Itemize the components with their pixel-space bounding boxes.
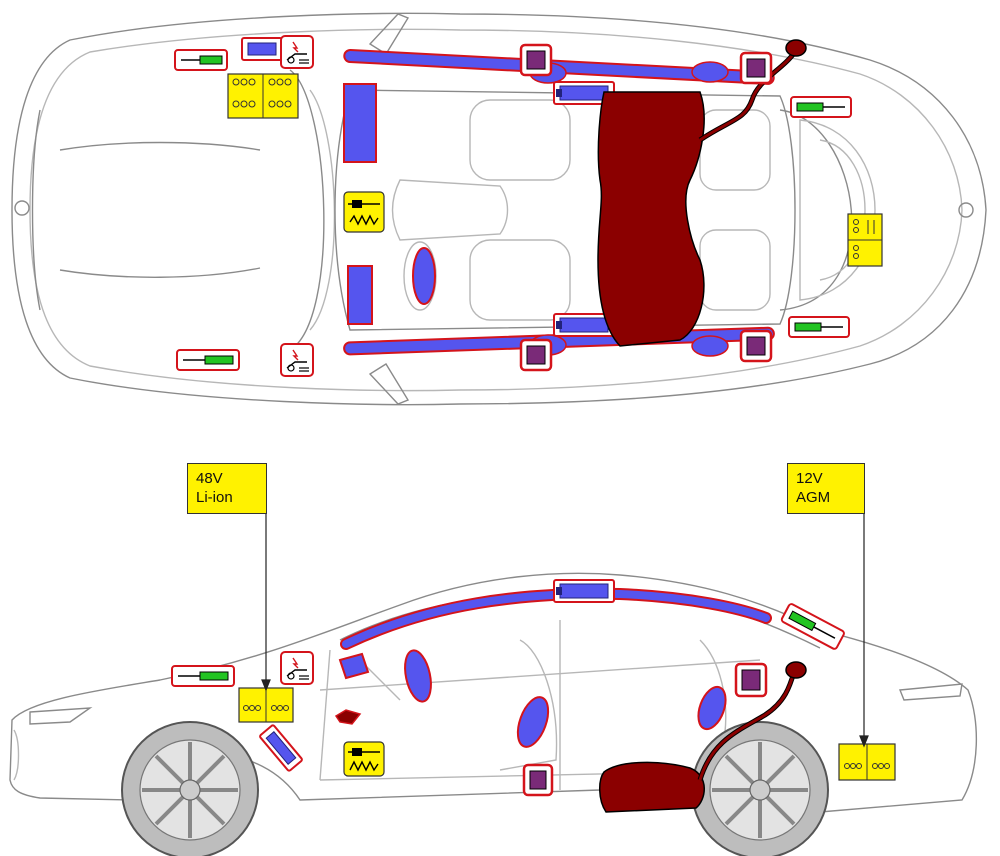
trunk-inner <box>819 139 866 281</box>
gas-strut-icon <box>790 96 852 118</box>
gas-strut-icon <box>171 665 235 687</box>
front-logo <box>14 200 30 216</box>
callout-12v-voltage: 12V <box>796 470 823 487</box>
hood-line-upper <box>59 141 261 151</box>
front-seat-right <box>469 239 571 321</box>
top-view-body-outline <box>11 12 987 406</box>
rear-seat-side <box>699 639 727 741</box>
pedal-airbag <box>334 709 362 725</box>
battery-icon <box>238 687 294 723</box>
callout-48v-li-ion: 48V Li-ion <box>187 463 267 514</box>
fuel-filler-cap-side <box>785 661 807 679</box>
inflator-icon <box>553 81 615 105</box>
front-wheel <box>121 721 259 856</box>
rear-side-airbag <box>697 685 727 731</box>
dashboard-airbag-lower <box>347 265 373 325</box>
windshield-inner <box>309 89 336 331</box>
fuel-filler-cap-top <box>785 39 807 57</box>
door-line-2 <box>319 649 331 781</box>
side-airbag-rear-left <box>691 61 729 83</box>
sensor-icon <box>519 43 553 77</box>
mirror-right <box>368 363 410 405</box>
gas-strut-icon <box>780 603 845 650</box>
front-side-airbag <box>516 696 550 748</box>
battery-icon <box>227 73 299 119</box>
front-seat-side <box>499 639 558 771</box>
gas-strut-icon <box>174 49 228 71</box>
headlight <box>29 707 93 725</box>
sensor-icon <box>734 662 768 698</box>
leader-48v-arrow <box>261 679 271 692</box>
callout-12v-type: AGM <box>796 489 831 506</box>
hood-line-lower <box>59 267 261 278</box>
gas-strut-icon <box>788 316 850 338</box>
battery-module-icon <box>259 724 303 772</box>
rear-wheel <box>691 721 829 856</box>
callout-48v-voltage: 48V <box>196 470 223 487</box>
battery-icon <box>847 213 883 267</box>
callout-leaders <box>261 514 869 748</box>
belt-line <box>319 659 761 691</box>
side-view-body-outline <box>9 572 978 815</box>
mirror-left <box>368 13 410 55</box>
dashboard-airbag-side <box>338 652 370 680</box>
callout-48v-type: Li-ion <box>196 489 233 506</box>
top-view-sensors <box>519 43 773 372</box>
sensor-icon <box>739 51 773 85</box>
windshield <box>289 69 325 351</box>
roof-outline <box>334 89 796 331</box>
pretensioner-icon <box>280 651 314 685</box>
taillight <box>899 683 963 701</box>
rear-logo <box>958 202 974 218</box>
callout-12v-agm: 12V AGM <box>787 463 865 514</box>
top-view-inner-outline <box>29 28 963 392</box>
fuel-tank-top <box>597 91 705 347</box>
sensor-icon <box>519 338 553 372</box>
inflator-icon <box>241 37 283 61</box>
knee-airbag <box>412 247 436 305</box>
gas-strut-icon <box>176 349 240 371</box>
seat-heater-icon <box>343 191 385 233</box>
fuel-tank-side <box>599 761 705 813</box>
side-airbag-rear-right <box>691 335 729 357</box>
fuel-filler-line-side-inner <box>698 671 796 781</box>
front-seat-left <box>469 99 571 181</box>
center-console <box>391 179 509 241</box>
rear-seat-right <box>699 229 771 311</box>
battery-icon <box>838 743 896 781</box>
pretensioner-icon <box>280 343 314 377</box>
fuel-filler-line-top-inner <box>699 51 797 142</box>
sensor-icon <box>522 763 554 797</box>
leader-12v-arrow <box>859 735 869 748</box>
sensor-icon <box>739 329 773 363</box>
top-view <box>11 12 987 406</box>
hood-edge <box>31 109 41 311</box>
top-view-gas-struts <box>174 49 852 371</box>
knee-airbag-side <box>404 649 432 703</box>
pretensioner-icon <box>280 35 314 69</box>
seat-heater-icon <box>343 741 385 777</box>
top-view-pretensioners <box>280 35 314 377</box>
inflator-icon <box>553 579 615 603</box>
dashboard-airbag-upper <box>343 83 377 163</box>
front-grille <box>13 729 20 781</box>
